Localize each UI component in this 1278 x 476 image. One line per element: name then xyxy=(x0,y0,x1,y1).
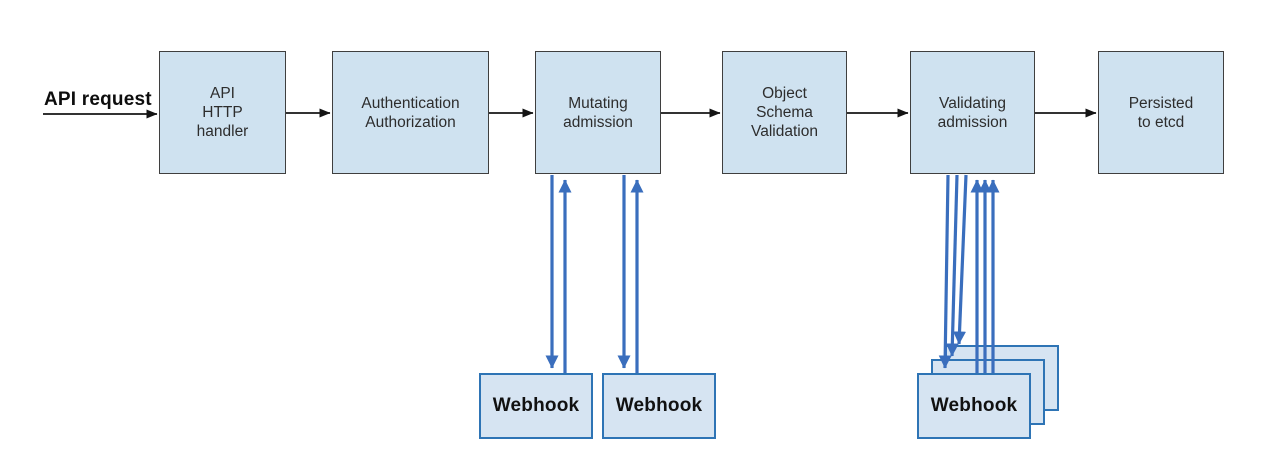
box-mutating-admission-label: Mutating admission xyxy=(563,94,633,131)
down-arrow-icon-validating-3 xyxy=(953,174,968,345)
api-request-label: API request xyxy=(44,89,152,110)
validating-webhook-front-label: Webhook xyxy=(930,395,1018,416)
mutating-webhook-arrows xyxy=(545,175,644,373)
box-api-http-handler: API HTTP handler xyxy=(159,51,286,174)
mutating-webhook-1-label: Webhook xyxy=(492,395,580,416)
box-validating-admission: Validating admission xyxy=(910,51,1035,174)
box-mutating-webhook-1: Webhook xyxy=(479,373,593,439)
box-api-http-handler-label: API HTTP handler xyxy=(196,85,249,140)
box-persisted-to-etcd-label: Persisted to etcd xyxy=(1128,94,1194,131)
box-authentication-authorization-label: Authentication Authorization xyxy=(361,94,460,131)
box-mutating-admission: Mutating admission xyxy=(535,51,661,174)
box-mutating-webhook-2: Webhook xyxy=(602,373,716,439)
box-object-schema-validation-label: Object Schema Validation xyxy=(751,85,818,140)
box-object-schema-validation: Object Schema Validation xyxy=(722,51,847,174)
box-validating-admission-label: Validating admission xyxy=(937,94,1008,131)
box-validating-webhook-front: Webhook xyxy=(917,373,1031,439)
box-authentication-authorization: Authentication Authorization xyxy=(332,51,489,174)
validating-webhook-arrows xyxy=(938,174,1000,373)
down-arrow-icon-validating-2 xyxy=(945,174,959,357)
mutating-webhook-2-label: Webhook xyxy=(615,395,703,416)
down-arrow-icon-validating-1 xyxy=(938,174,952,369)
box-persisted-to-etcd: Persisted to etcd xyxy=(1098,51,1224,174)
